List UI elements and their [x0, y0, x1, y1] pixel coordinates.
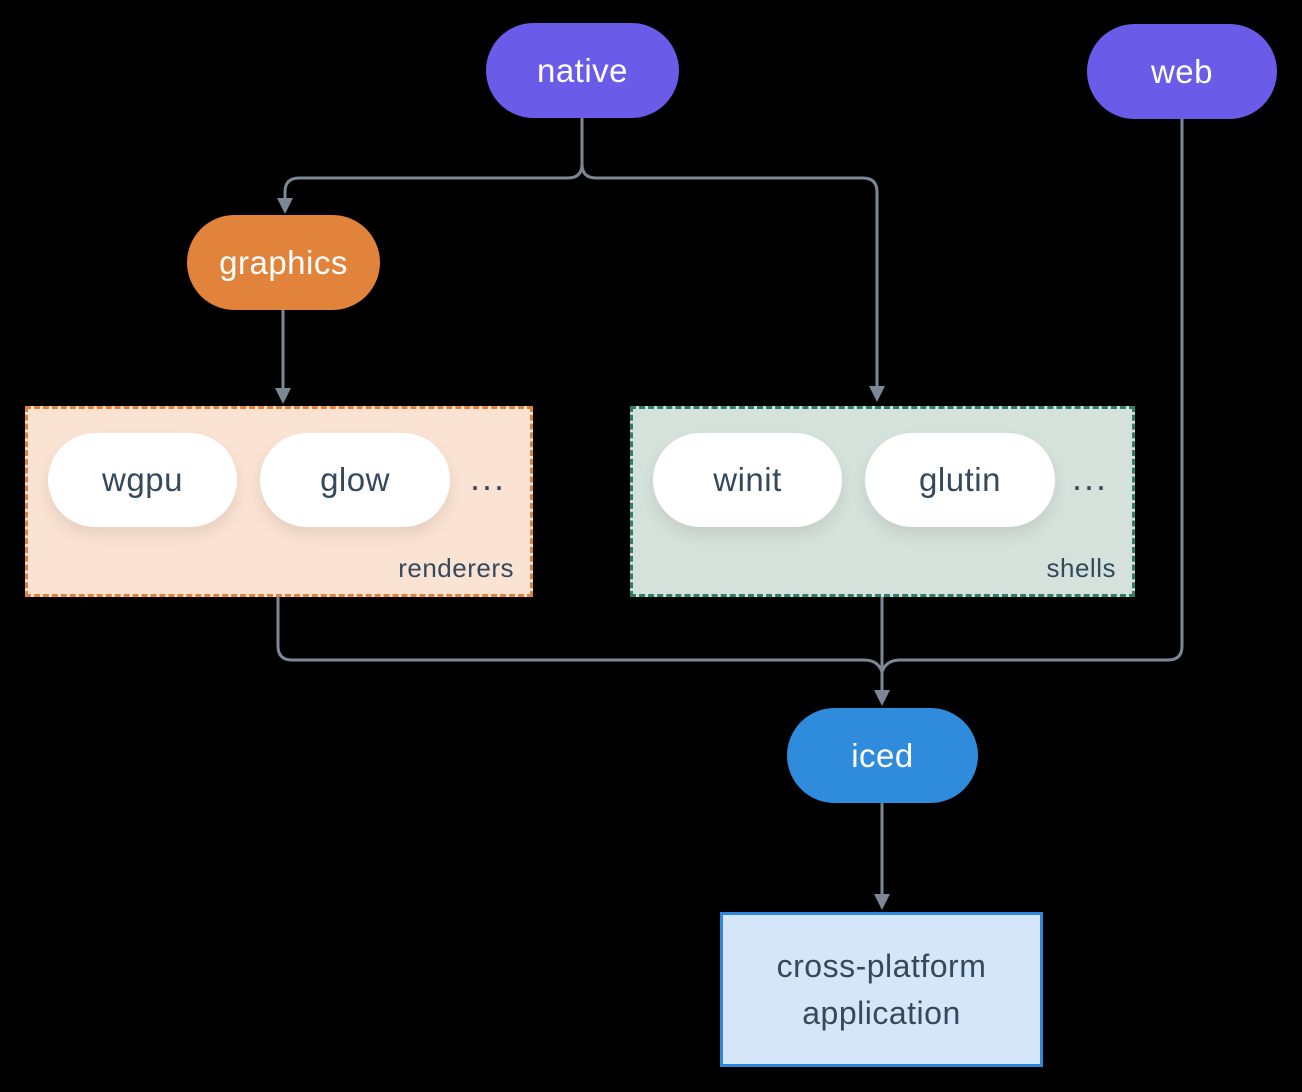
shells-group-label: shells: [1046, 553, 1116, 583]
node-winit-label: winit: [713, 461, 782, 498]
node-native: native: [486, 23, 679, 118]
node-application: cross-platform application: [720, 912, 1043, 1067]
arrowhead-shells: [869, 386, 885, 402]
node-web: web: [1087, 24, 1277, 119]
arrowhead-graphics: [277, 198, 293, 214]
node-glutin: glutin: [865, 433, 1055, 527]
node-graphics: graphics: [187, 215, 380, 310]
node-graphics-label: graphics: [219, 243, 348, 281]
renderers-group-label: renderers: [398, 553, 514, 583]
edge-web-iced: [880, 119, 1184, 673]
node-winit: winit: [653, 433, 842, 527]
node-wgpu: wgpu: [48, 433, 237, 527]
group-renderers: wgpu glow ... renderers: [25, 406, 533, 597]
node-glow: glow: [260, 433, 450, 527]
node-glutin-label: glutin: [919, 461, 1001, 498]
arrowhead-renderers: [275, 388, 291, 404]
node-native-label: native: [536, 51, 629, 89]
renderers-ellipsis: ...: [469, 457, 506, 498]
arrowhead-iced: [874, 690, 890, 706]
group-shells: winit glutin ... shells: [630, 406, 1135, 597]
edge-renderers-iced: [276, 597, 884, 673]
application-label-line1: cross-platform: [776, 947, 987, 984]
node-iced: iced: [787, 708, 978, 803]
node-wgpu-label: wgpu: [102, 461, 183, 498]
edge-native-shells: [580, 118, 879, 386]
node-web-label: web: [1150, 52, 1214, 90]
shells-ellipsis: ...: [1071, 457, 1108, 498]
application-label-line2: application: [802, 994, 961, 1031]
arrowhead-application: [874, 894, 890, 910]
node-glow-label: glow: [320, 461, 390, 498]
edge-native-graphics: [283, 118, 584, 198]
node-iced-label: iced: [851, 736, 914, 774]
